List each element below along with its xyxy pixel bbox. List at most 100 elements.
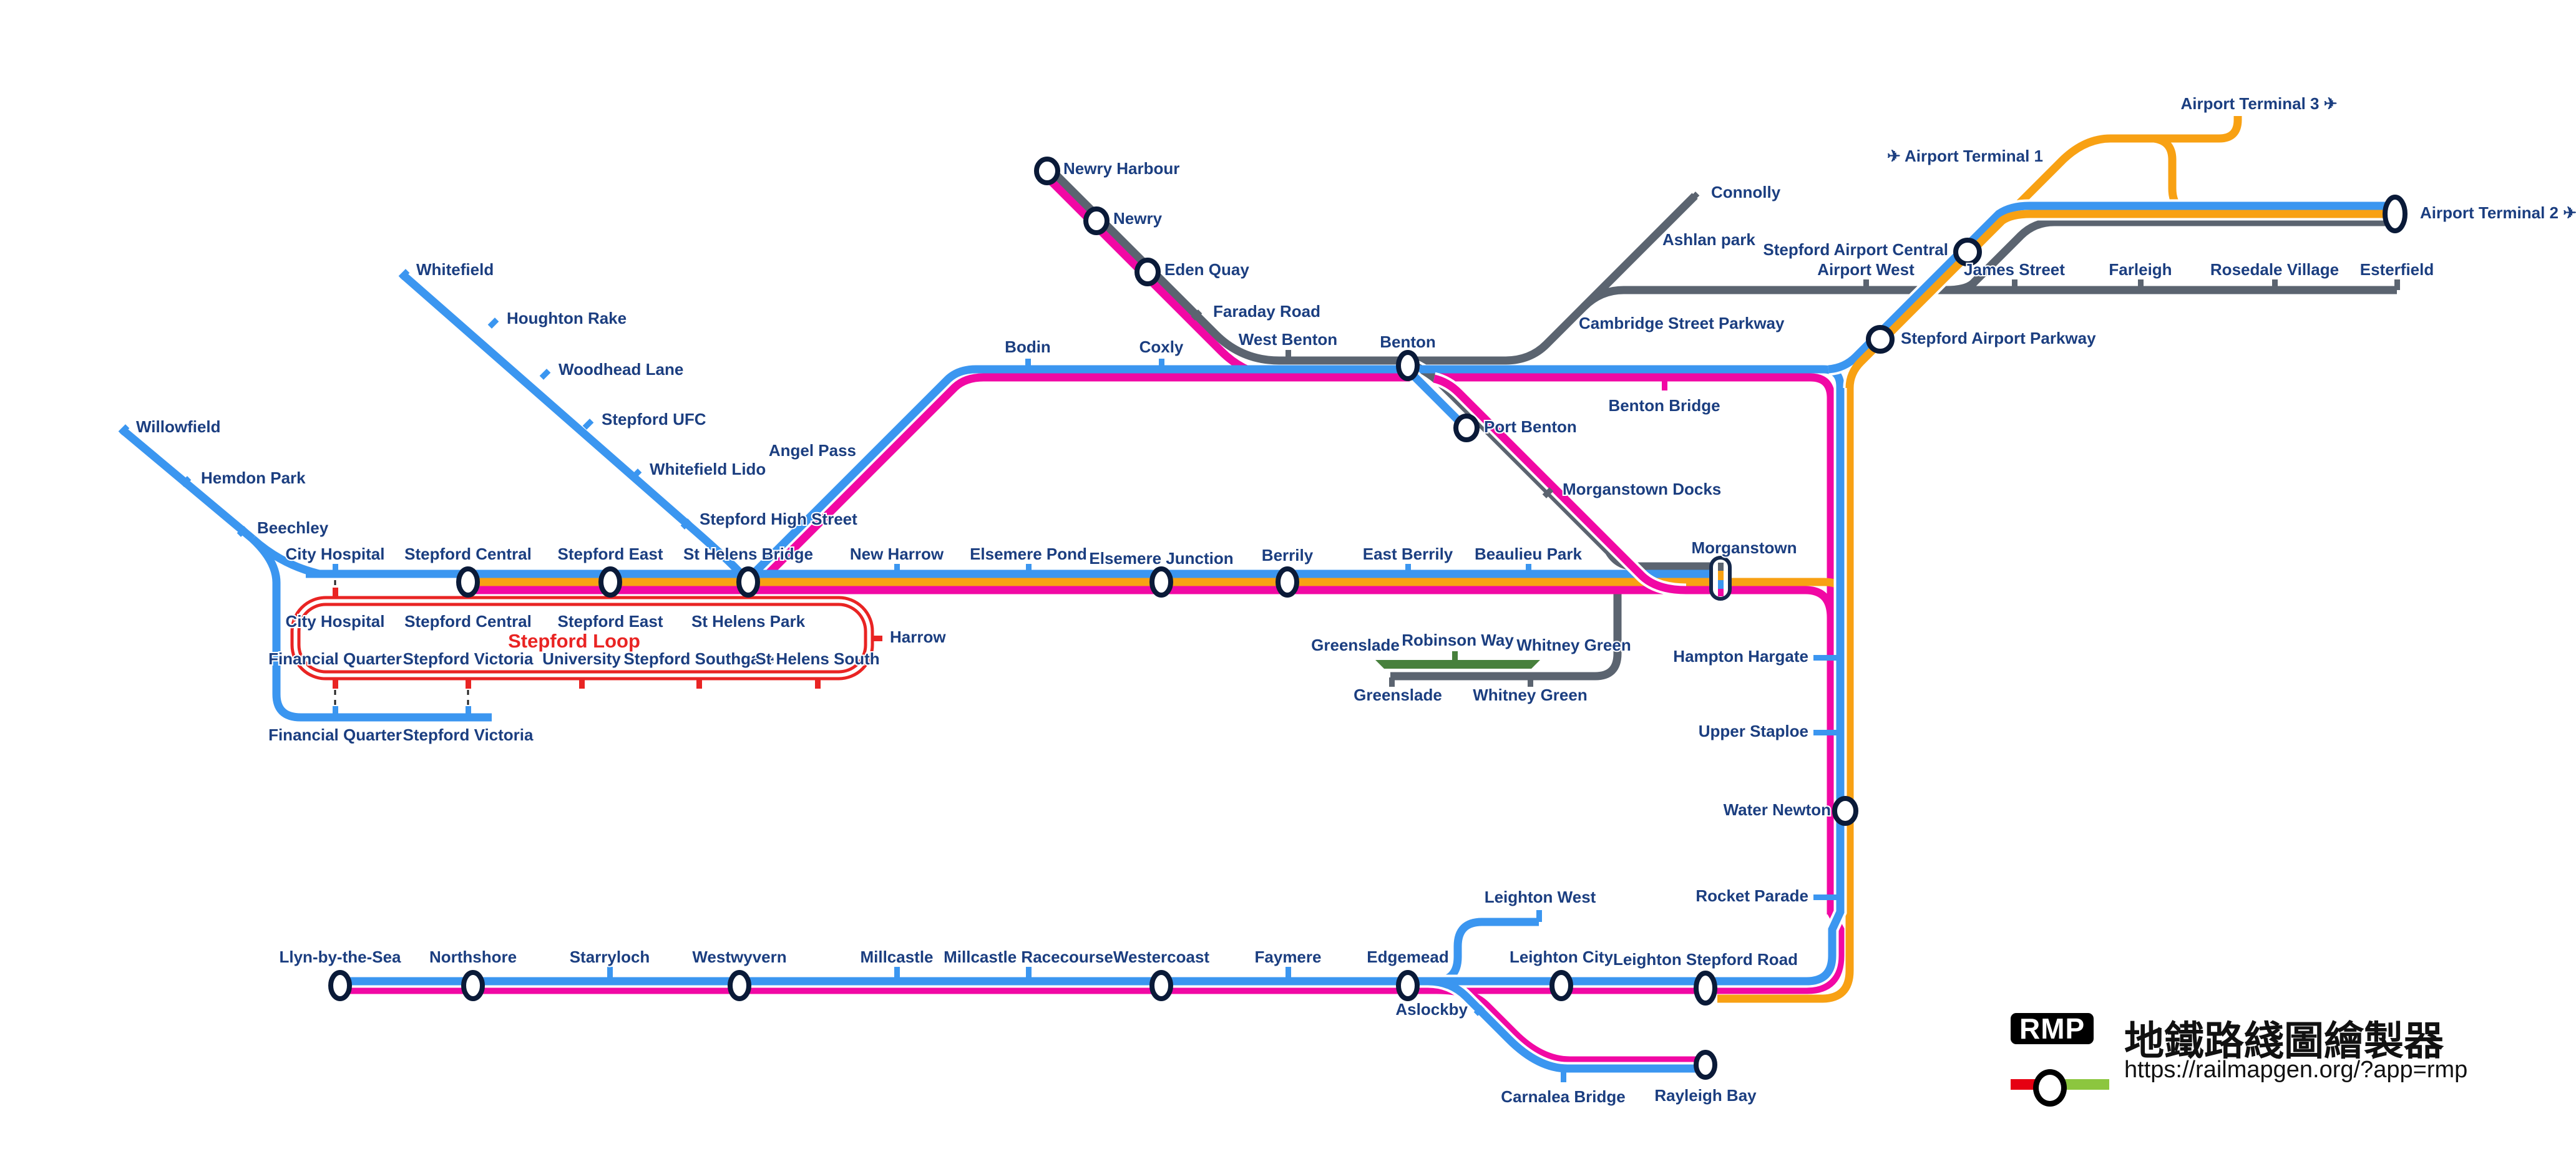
station-tick-robinson-way[interactable] — [1452, 651, 1458, 661]
station-tick-loop-stepford-victoria[interactable] — [466, 679, 471, 689]
station-edgemead[interactable] — [1396, 970, 1420, 1001]
station-tick-financial-quarter[interactable] — [333, 706, 338, 717]
label-aslockby: Aslockby — [1395, 1000, 1468, 1019]
station-tick-farleigh[interactable] — [2138, 279, 2144, 290]
station-tick-rosedale-village[interactable] — [2272, 279, 2278, 290]
station-tick-upper-staploe[interactable] — [1813, 730, 1837, 735]
station-westercoast[interactable] — [1149, 970, 1173, 1001]
station-tick-stepford-victoria[interactable] — [466, 706, 471, 717]
station-tick-elsemere-pond[interactable] — [1026, 564, 1032, 574]
station-tick-loop-st-helens-south[interactable] — [815, 679, 821, 689]
station-stepford-central[interactable] — [456, 566, 480, 598]
line-blue-vertical-south-casing — [344, 362, 1847, 988]
station-tick-coxly[interactable] — [1159, 359, 1164, 369]
station-tick-whitefield-lido[interactable] — [630, 468, 642, 480]
station-tick-stepford-high-street[interactable] — [680, 518, 692, 530]
station-westwyvern[interactable] — [728, 970, 751, 1001]
station-tick-loop-university[interactable] — [579, 679, 585, 689]
station-tick-loop-financial-quarter[interactable] — [333, 679, 338, 689]
station-stepford-airport-parkway[interactable] — [1866, 325, 1895, 354]
line-blue-airport — [1828, 201, 2390, 374]
station-tick-new-harrow[interactable] — [894, 564, 900, 574]
station-tick-beaulieu-park[interactable] — [1526, 564, 1531, 574]
label-port-benton: Port Benton — [1484, 417, 1577, 436]
label-beechley: Beechley — [257, 518, 329, 537]
station-tick-airport-terminal-1[interactable] — [2054, 157, 2066, 168]
station-newry-harbour[interactable] — [1034, 157, 1060, 185]
line-orange-terminal1-3 — [1984, 116, 2242, 239]
station-tick-airport-west[interactable] — [1863, 279, 1869, 290]
station-elsemere-junction[interactable] — [1149, 566, 1173, 598]
station-tick-faymere[interactable] — [1286, 967, 1291, 977]
station-tick-esterfield[interactable] — [2394, 279, 2400, 290]
station-tick-willowfield[interactable] — [118, 424, 130, 435]
station-berrily[interactable] — [1276, 566, 1299, 598]
station-port-benton[interactable] — [1453, 414, 1480, 442]
label-stepford-ufc: Stepford UFC — [602, 410, 706, 429]
station-st-helens-bridge[interactable] — [736, 566, 760, 598]
station-water-newton[interactable] — [1832, 796, 1858, 826]
station-tick-millcastle[interactable] — [894, 967, 900, 977]
station-tick-connolly[interactable] — [1688, 192, 1700, 203]
station-leighton-city[interactable] — [1549, 970, 1573, 1001]
station-tick-starryloch[interactable] — [607, 967, 613, 977]
station-tick-faraday-road[interactable] — [1191, 309, 1203, 321]
label-whitney-green-gray: Whitney Green — [1473, 686, 1587, 704]
station-tick-city-hospital[interactable] — [333, 564, 338, 574]
station-morganstown-bar-gray — [1718, 563, 1724, 571]
station-tick-millcastle-racecourse[interactable] — [1026, 967, 1032, 977]
label-west-benton: West Benton — [1239, 330, 1337, 349]
station-tick-hemdon-park[interactable] — [180, 476, 192, 487]
station-tick-houghton-rake[interactable] — [487, 318, 499, 329]
station-morganstown-bar-magenta — [1718, 589, 1724, 596]
station-tick-harrow[interactable] — [872, 636, 882, 641]
station-tick-whitney-green[interactable] — [1528, 677, 1533, 687]
station-tick-greenslade[interactable] — [1389, 677, 1395, 687]
station-leighton-stepford-road[interactable] — [1694, 971, 1717, 1006]
label-whitefield: Whitefield — [416, 260, 494, 279]
station-tick-west-benton[interactable] — [1286, 350, 1291, 361]
label-eden-quay: Eden Quay — [1164, 260, 1249, 279]
station-stepford-east[interactable] — [598, 566, 622, 598]
label-morganstown: Morganstown — [1692, 538, 1797, 557]
line-blue-vertical-south — [344, 365, 1845, 986]
station-tick-cambridge-street-parkway[interactable] — [1558, 321, 1570, 332]
station-tick-morganstown-docks[interactable] — [1542, 487, 1554, 498]
line-blue-willowfield — [119, 427, 256, 542]
station-stepford-airport-central[interactable] — [1953, 238, 1982, 266]
station-tick-whitefield[interactable] — [398, 269, 410, 280]
station-tick-bodin[interactable] — [1025, 359, 1031, 369]
station-llyn-by-the-sea[interactable] — [328, 970, 352, 1001]
station-tick-james-street[interactable] — [2012, 279, 2017, 290]
station-tick-woodhead-lane[interactable] — [539, 369, 551, 380]
station-tick-stepford-ufc[interactable] — [582, 419, 594, 430]
station-benton[interactable] — [1396, 350, 1420, 381]
label-bodin: Bodin — [1005, 337, 1051, 356]
station-airport-terminal-2[interactable] — [2383, 195, 2408, 233]
station-tick-benton-bridge[interactable] — [1662, 381, 1667, 390]
line-blue-angel-benton — [749, 365, 1823, 578]
station-rayleigh-bay[interactable] — [1694, 1050, 1717, 1080]
station-tick-carnalea-bridge[interactable] — [1561, 1072, 1566, 1082]
station-tick-loop-city-hospital[interactable] — [333, 588, 338, 598]
station-newry[interactable] — [1083, 206, 1110, 235]
station-tick-beechley[interactable] — [237, 526, 248, 537]
label-loop-stepford-victoria: Stepford Victoria — [402, 649, 534, 668]
rmp-badge: RMP — [2011, 1013, 2094, 1044]
station-tick-aslockby[interactable] — [1473, 1005, 1485, 1016]
station-tick-loop-stepford-southgate[interactable] — [696, 679, 702, 689]
station-tick-angel-pass[interactable] — [864, 450, 876, 461]
label-loop-st-helens-south: St Helens South — [755, 649, 879, 668]
label-rocket-parade: Rocket Parade — [1695, 886, 1808, 905]
label-northshore: Northshore — [429, 948, 517, 966]
station-eden-quay[interactable] — [1134, 258, 1161, 286]
label-angel-pass: Angel Pass — [769, 441, 856, 460]
station-tick-ashlan-park[interactable] — [1642, 238, 1654, 249]
station-northshore[interactable] — [461, 970, 485, 1001]
station-tick-rocket-parade[interactable] — [1813, 894, 1837, 900]
station-tick-east-berrily[interactable] — [1405, 564, 1411, 574]
label-st-helens-bridge: St Helens Bridge — [683, 545, 813, 563]
label-millcastle: Millcastle — [860, 948, 933, 966]
station-tick-hampton-hargate[interactable] — [1813, 655, 1837, 661]
station-tick-leighton-west[interactable] — [1536, 910, 1542, 922]
